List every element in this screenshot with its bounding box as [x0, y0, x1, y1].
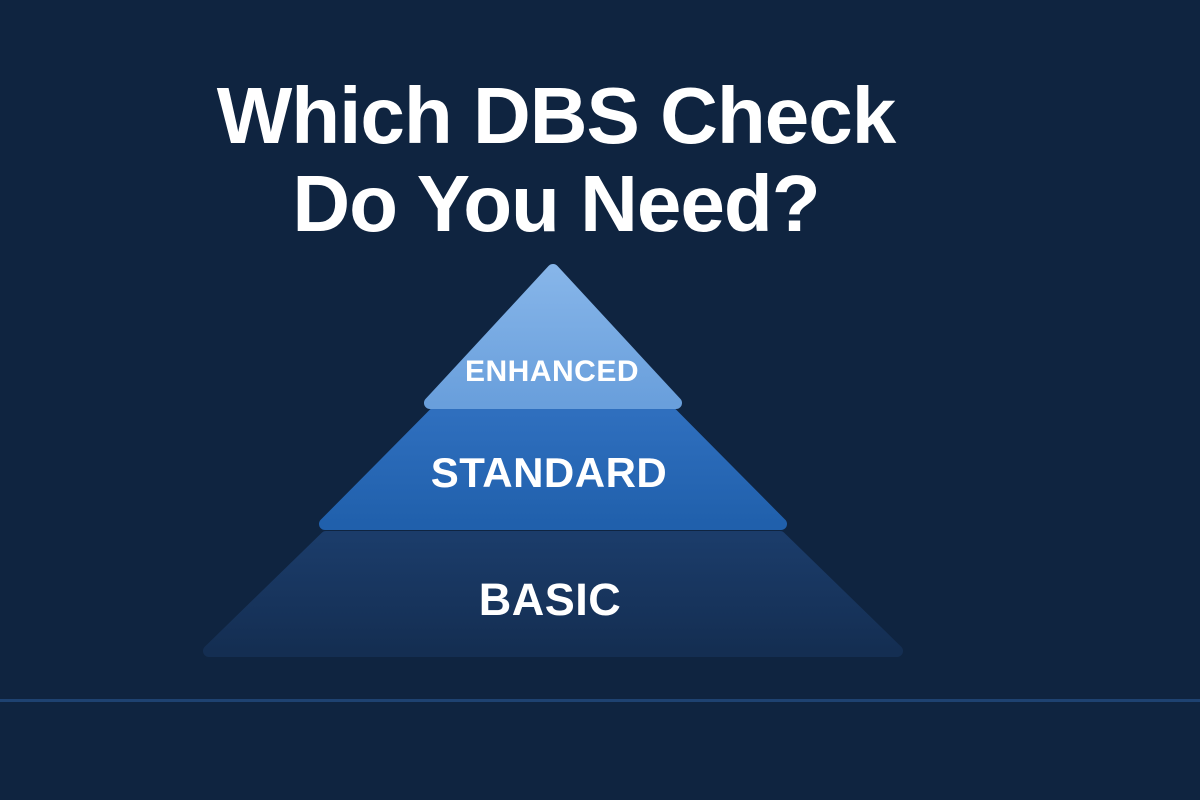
tier-label-standard: STANDARD — [430, 449, 668, 496]
tier-standard-shape — [319, 408, 787, 530]
tier-enhanced-shape — [424, 264, 682, 409]
page-title-line2: Do You Need? — [292, 159, 820, 248]
page-title-line1: Which DBS Check — [216, 71, 896, 160]
tier-label-enhanced: ENHANCED — [464, 355, 639, 388]
page-title: Which DBS Check Do You Need? — [216, 71, 896, 248]
bottom-divider-line — [0, 699, 1200, 702]
tier-label-basic: BASIC — [478, 574, 622, 625]
tier-basic-shape — [203, 531, 903, 657]
